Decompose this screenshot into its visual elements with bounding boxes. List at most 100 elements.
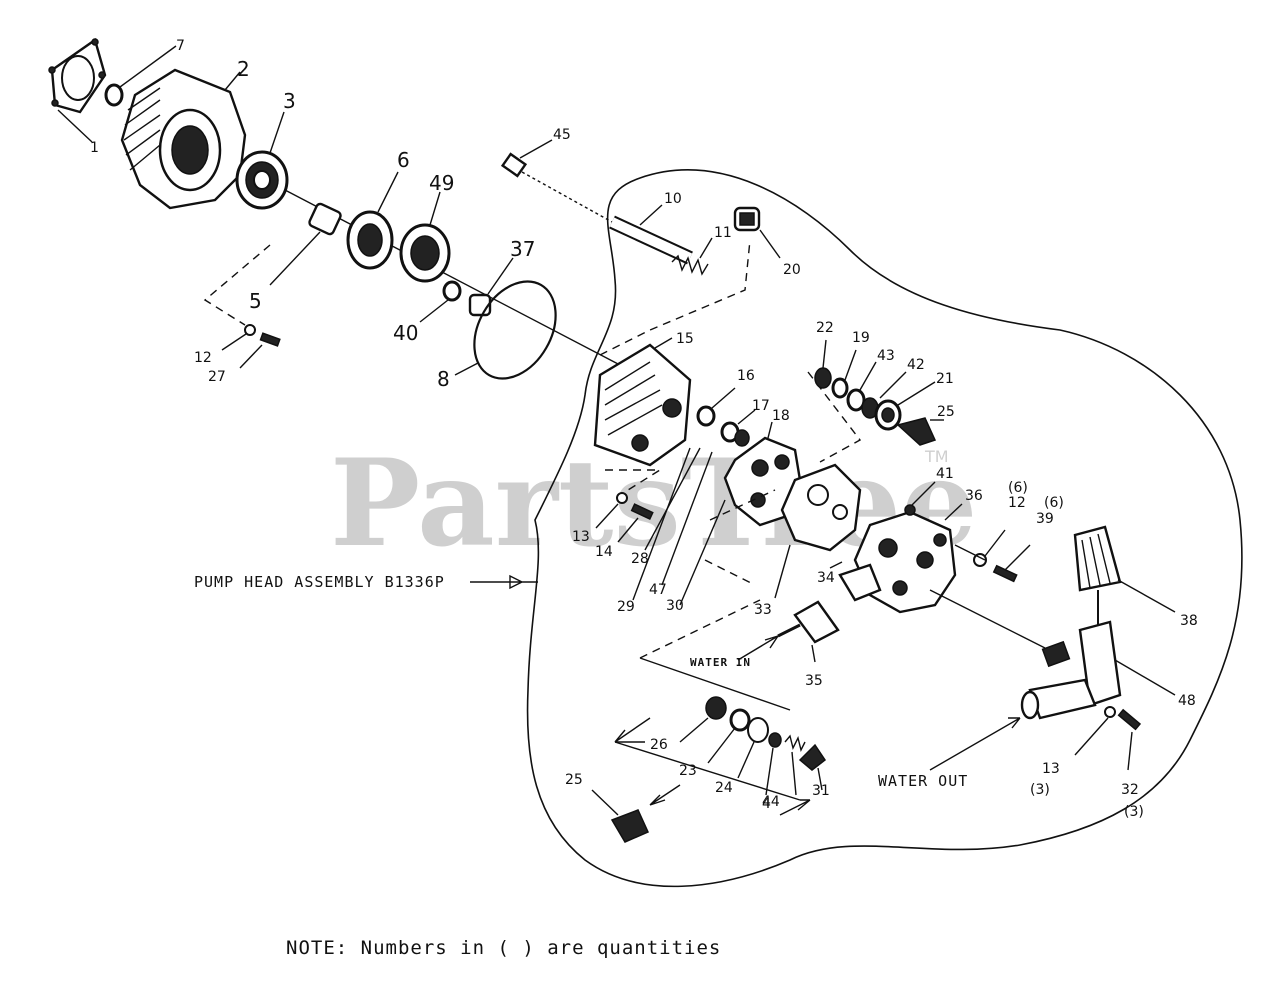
part-bushing-5 — [308, 202, 342, 236]
part-washer-40 — [442, 280, 462, 302]
quantity-label: (6) — [1008, 480, 1028, 496]
part-screw-14 — [630, 503, 654, 520]
callout: 38 — [1180, 613, 1198, 629]
callout: 6 — [397, 148, 410, 172]
part-pump-body-36 — [853, 510, 957, 614]
callout: 10 — [664, 191, 682, 207]
callout: 28 — [631, 551, 649, 567]
callout: 29 — [617, 599, 635, 615]
callout: 36 — [965, 488, 983, 504]
part-ring-4 — [768, 732, 782, 748]
water-out-caption: WATER OUT — [878, 772, 968, 790]
part-fitting-45 — [500, 152, 528, 178]
callout: 23 — [679, 763, 697, 779]
callout: 20 — [783, 262, 801, 278]
callout: 49 — [429, 171, 454, 195]
callout: 27 — [208, 369, 226, 385]
part-seal-26 — [705, 696, 727, 720]
part-screw-27 — [259, 332, 281, 347]
callout: 3 — [283, 89, 296, 113]
callout: 12 — [1008, 495, 1026, 511]
callout: 35 — [805, 673, 823, 689]
pump-head-arrow — [470, 574, 538, 590]
part-ring-43 — [846, 388, 866, 412]
callout: 21 — [936, 371, 954, 387]
part-ring-24 — [747, 717, 769, 743]
callout: 17 — [752, 398, 770, 414]
part-knob-38 — [1073, 525, 1122, 625]
callout: 19 — [852, 330, 870, 346]
callout: 8 — [437, 367, 450, 391]
callout: 43 — [877, 348, 895, 364]
callout: 24 — [715, 780, 733, 796]
pump-head-assembly-caption: PUMP HEAD ASSEMBLY B1336P — [194, 573, 445, 591]
callout: 25 — [565, 772, 583, 788]
callout: 7 — [176, 38, 185, 54]
callout: 16 — [737, 368, 755, 384]
quantity-label: (3) — [1124, 804, 1144, 820]
quantity-label: (3) — [1030, 782, 1050, 798]
part-ring-23 — [729, 708, 751, 732]
callout: 22 — [816, 320, 834, 336]
part-valve-31 — [798, 743, 827, 771]
callout: 15 — [676, 331, 694, 347]
part-plug-20 — [733, 206, 761, 232]
part-piston-10 — [609, 215, 693, 265]
part-inlet-35 — [777, 600, 840, 644]
callout: 26 — [650, 737, 668, 753]
watermark-tm: TM — [924, 447, 949, 466]
callout: 44 — [762, 794, 780, 810]
water-in-caption: WATER IN — [690, 656, 751, 669]
callout: 13 — [1042, 761, 1060, 777]
part-swash-6 — [346, 210, 394, 270]
part-valve-21 — [874, 399, 902, 431]
callout: 1 — [90, 140, 99, 156]
part-cap-25-upper — [896, 417, 937, 446]
callout: 13 — [572, 529, 590, 545]
part-unloader-48 — [1020, 620, 1122, 720]
callout: 4 — [762, 796, 771, 812]
part-screw-32 — [1117, 708, 1142, 731]
callout: 12 — [194, 350, 212, 366]
quantity-note: NOTE: Numbers in ( ) are quantities — [286, 937, 721, 959]
part-spring-44 — [784, 734, 806, 753]
quantity-label: (6) — [1044, 495, 1064, 511]
callout: 40 — [393, 321, 418, 345]
part-washer-12-right — [973, 553, 987, 567]
part-ring-19 — [831, 377, 849, 399]
callout: 30 — [666, 598, 684, 614]
part-crankcase — [120, 68, 247, 210]
part-manifold-15 — [593, 343, 692, 467]
callout: 25 — [937, 404, 955, 420]
callout: 48 — [1178, 693, 1196, 709]
callout: 2 — [237, 57, 250, 81]
part-ring-22 — [814, 367, 832, 389]
water-out-arrow — [929, 717, 1021, 771]
part-washer-13-lower — [1104, 706, 1116, 718]
part-o-ring-7 — [104, 83, 124, 107]
water-in-arrow — [737, 635, 779, 661]
callout: 41 — [936, 466, 954, 482]
part-washer-13-mid — [616, 492, 628, 504]
part-bearing-3 — [235, 150, 289, 210]
callout: 14 — [595, 544, 613, 560]
part-fitting-34 — [838, 563, 882, 602]
part-spring-11 — [671, 254, 709, 276]
part-ring-17b — [734, 429, 750, 447]
callout: 33 — [754, 602, 772, 618]
pump-head-assembly-outline — [526, 169, 1243, 888]
callout: 39 — [1036, 511, 1054, 527]
callout: 47 — [649, 582, 667, 598]
part-ring-16 — [696, 405, 716, 427]
callout: 37 — [510, 237, 535, 261]
part-screw-39 — [992, 564, 1018, 583]
part-cap-25-lower — [610, 809, 649, 843]
callout: 11 — [714, 225, 732, 241]
callout-labels: 1 7 2 3 6 49 45 10 11 20 37 5 40 12 27 8… — [90, 38, 1198, 820]
callout: 5 — [249, 289, 262, 313]
callout: 42 — [907, 357, 925, 373]
callout: 45 — [553, 127, 571, 143]
part-gasket-plate — [48, 38, 107, 114]
callout: 32 — [1121, 782, 1139, 798]
